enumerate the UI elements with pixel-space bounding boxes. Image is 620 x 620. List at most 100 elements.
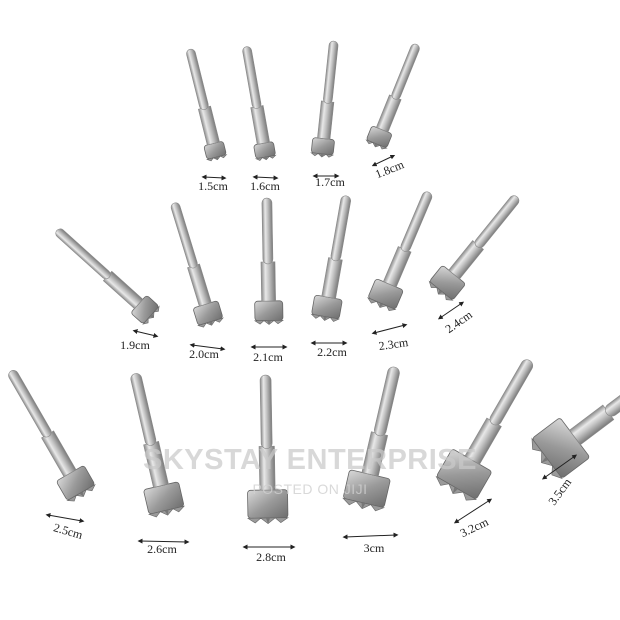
bit-neck [375, 94, 402, 133]
bit-size-label: 2.2cm [317, 345, 347, 359]
watermark-subtitle: POSTED ON JIJI [252, 481, 367, 497]
bit-size-label: 2.4cm [443, 307, 476, 336]
bit-size-label: 3cm [364, 541, 385, 555]
watermark: SKYSTAY ENTERPRISE POSTED ON JIJI [143, 444, 477, 497]
bit-shank [242, 46, 262, 109]
bit-shank [259, 374, 273, 449]
bit-shank [330, 195, 351, 262]
bit-shank [261, 197, 274, 265]
dimension-arrow [189, 342, 226, 352]
dimension-arrow [453, 498, 493, 524]
bit-size-label: 2.6cm [147, 542, 177, 556]
center-spur [452, 487, 458, 494]
bit-size-label: 2.1cm [253, 350, 283, 364]
bit-neck [197, 105, 220, 146]
bit-shank [604, 368, 620, 417]
drill-bit: 1.5cm [186, 48, 228, 193]
drill-bit: 2.5cm [8, 370, 96, 542]
center-spur [263, 156, 268, 160]
drill-bit-body [8, 370, 96, 502]
drill-bit-body [253, 197, 284, 325]
drill-bit-body [170, 202, 224, 328]
drill-bit-body [310, 195, 351, 322]
center-spur [323, 316, 328, 321]
bit-size-label: 3.5cm [545, 475, 574, 508]
bit-size-label: 1.7cm [315, 175, 345, 189]
bit-shank [8, 370, 52, 438]
drill-bit: 1.6cm [242, 46, 280, 193]
drill-bit-body [428, 195, 520, 301]
drill-bit-body [55, 228, 160, 325]
bit-neck [250, 105, 270, 145]
drill-bit: 1.9cm [55, 228, 160, 352]
drill-bit: 1.7cm [310, 40, 345, 189]
center-spur [266, 320, 271, 325]
drill-bit: 2.8cm [242, 374, 296, 564]
drill-bit: 2.1cm [250, 197, 288, 364]
drill-bit-body [242, 46, 277, 161]
bit-shank [391, 43, 420, 100]
drill-bits: 1.5cm 1.6cm 1.7cm 1.8cm 1.9cm 2.0cm 2.1cm 2.2cm… [8, 40, 620, 564]
bit-size-label: 2.8cm [256, 550, 286, 564]
center-spur [374, 143, 379, 148]
dimension-arrow [371, 154, 396, 167]
dimension-arrow [371, 323, 408, 335]
drill-bit: 3.5cm [531, 368, 620, 508]
bit-shank [374, 366, 400, 437]
drill-bit: 2.4cm [428, 195, 520, 336]
center-spur [265, 517, 270, 524]
dimension-arrow [342, 532, 399, 540]
center-spur [320, 153, 325, 158]
center-spur [208, 321, 213, 326]
bit-shank [489, 359, 534, 426]
dimension-arrow [252, 174, 279, 181]
bit-neck [382, 246, 412, 288]
bit-size-label: 1.5cm [198, 179, 228, 193]
bit-neck [260, 261, 276, 302]
dimension-arrow [132, 329, 159, 338]
drill-bit-body [310, 40, 339, 158]
drill-bit-body [342, 366, 400, 512]
drill-bit: 2.6cm [130, 373, 190, 556]
bit-shank [170, 202, 198, 269]
bit-shank [186, 48, 209, 110]
bit-shank [323, 40, 339, 104]
bit-size-label: 3.2cm [458, 514, 491, 540]
bit-shank [474, 195, 520, 248]
drill-bit-body [435, 359, 534, 501]
center-spur [79, 491, 84, 497]
drill-bit: 3cm [342, 366, 400, 555]
center-spur [149, 313, 154, 318]
watermark-title: SKYSTAY ENTERPRISE [143, 444, 477, 476]
drill-bit-body [531, 368, 620, 480]
dimension-arrow [137, 538, 190, 545]
bit-shank [130, 373, 157, 446]
bit-size-label: 1.9cm [120, 338, 150, 352]
cutter-head [254, 300, 284, 322]
drill-bit: 2.0cm [170, 202, 226, 361]
drill-bit-body [130, 373, 186, 518]
center-spur [438, 289, 443, 295]
drill-bit-body [186, 48, 228, 162]
dimension-arrow [45, 512, 85, 524]
center-spur [379, 302, 384, 308]
bit-size-label: 1.8cm [373, 157, 406, 181]
drill-bit-body [365, 43, 420, 150]
drill-bit: 1.8cm [365, 43, 420, 181]
bit-neck [321, 257, 343, 299]
bit-neck [41, 430, 77, 478]
drill-bit: 2.3cm [366, 191, 433, 353]
dimension-arrow [541, 454, 578, 480]
bit-neck [317, 100, 335, 140]
dimension-arrow [437, 301, 465, 320]
bit-neck [187, 263, 212, 307]
drill-bit-body [366, 191, 433, 312]
drill-bit-body [246, 374, 289, 524]
bit-size-label: 2.3cm [378, 335, 410, 353]
center-spur [214, 156, 219, 160]
drill-bit: 2.2cm [310, 195, 351, 359]
center-spur [361, 502, 366, 510]
center-spur [164, 509, 169, 516]
cutter-head [311, 137, 335, 156]
